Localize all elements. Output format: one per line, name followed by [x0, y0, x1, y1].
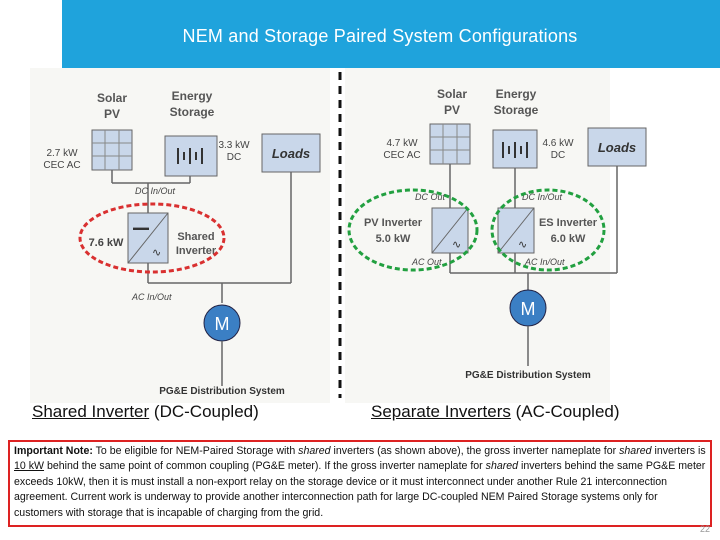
note-text-2: inverters (as shown above), the gross in…	[330, 445, 620, 457]
note-limit: 10 kW	[14, 460, 45, 473]
right-pv-inverter-label: PV Inverter	[364, 217, 423, 229]
left-loads-box	[261, 133, 321, 173]
left-red-highlight-ring	[78, 202, 226, 274]
important-note-box: Important Note: To be eligible for NEM-P…	[8, 440, 712, 527]
right-solar-pv-label-2: PV	[444, 103, 460, 117]
left-solar-pv-label-2: PV	[104, 107, 120, 121]
right-pv-inverter-rating: 5.0 kW	[376, 233, 411, 245]
svg-text:▬▬: ▬▬	[133, 223, 149, 232]
right-solar-rating-2: CEC AC	[383, 150, 420, 161]
header-bar: NEM and Storage Paired System Configurat…	[0, 0, 720, 68]
right-caption-rest: (AC-Coupled)	[510, 402, 620, 421]
right-energy-storage-label-2: Storage	[494, 103, 539, 117]
right-caption: Separate Inverters (AC-Coupled)	[371, 402, 620, 422]
svg-text:∿: ∿	[152, 247, 161, 259]
right-green-highlight-ring-es	[490, 188, 606, 272]
right-dc-in-out-label: DC In/Out	[522, 192, 563, 202]
right-dc-out-label: DC Out	[415, 192, 446, 202]
left-solar-panel-icon	[91, 129, 133, 171]
right-diagram: Solar PV Energy Storage Loads 4.7 kW CEC…	[347, 87, 647, 381]
right-loads-label: Loads	[598, 140, 636, 155]
right-green-highlight-ring-pv	[347, 188, 479, 272]
right-storage-rating: 4.6 kW	[542, 138, 574, 149]
left-ac-in-out-label: AC In/Out	[131, 292, 172, 302]
header-corner	[0, 0, 62, 68]
left-loads-label: Loads	[272, 146, 310, 161]
left-energy-storage-label-2: Storage	[170, 105, 215, 119]
svg-text:∿: ∿	[452, 239, 461, 251]
note-text-5: inverters behind the same PG&E meter exc…	[14, 460, 706, 519]
right-meter-label: M	[521, 299, 536, 319]
note-text-3: inverters is	[651, 445, 706, 457]
left-meter-label: M	[215, 314, 230, 334]
page-title: NEM and Storage Paired System Configurat…	[182, 26, 578, 46]
left-dc-in-out-label: DC In/Out	[135, 186, 176, 196]
right-solar-pv-label: Solar	[437, 87, 467, 101]
right-diagram-panel	[345, 68, 610, 403]
right-solar-panel-icon	[429, 123, 471, 165]
left-storage-rating-2: DC	[227, 152, 241, 163]
right-energy-storage-label: Energy	[496, 87, 537, 101]
note-shared-1: shared	[298, 445, 331, 457]
left-diagram-panel	[30, 68, 330, 403]
note-text-1: To be eligible for NEM-Paired Storage wi…	[92, 445, 299, 457]
left-inverter-label: Shared	[177, 231, 214, 243]
left-caption-main: Shared Inverter	[32, 402, 150, 421]
svg-text:∿: ∿	[518, 239, 527, 251]
right-caption-main: Separate Inverters	[371, 402, 511, 421]
note-shared-3: shared	[485, 460, 519, 473]
left-caption-rest: (DC-Coupled)	[149, 402, 259, 421]
note-text-4: behind the same point of common coupling…	[44, 460, 486, 473]
page-number: 22	[699, 524, 710, 534]
left-energy-storage-label: Energy	[172, 89, 213, 103]
left-grid-label: PG&E Distribution System	[159, 386, 285, 397]
right-es-inverter-rating: 6.0 kW	[551, 233, 586, 245]
left-solar-rating-2: CEC AC	[43, 160, 80, 171]
right-ac-out-label: AC Out	[411, 257, 442, 267]
note-label: Important Note:	[14, 445, 93, 457]
right-es-inverter-label: ES Inverter	[539, 217, 598, 229]
right-storage-rating-2: DC	[551, 150, 565, 161]
right-ac-in-out-label: AC In/Out	[524, 257, 565, 267]
left-inverter-label-2: Inverter	[176, 245, 217, 257]
left-inverter-rating: 7.6 kW	[89, 237, 124, 249]
left-solar-pv-label: Solar	[97, 91, 127, 105]
right-solar-rating: 4.7 kW	[386, 138, 418, 149]
left-caption: Shared Inverter (DC-Coupled)	[32, 402, 259, 422]
configuration-diagram: Solar PV Energy Storage Loads 2.7 kW CEC…	[30, 68, 647, 403]
left-solar-rating: 2.7 kW	[46, 148, 78, 159]
left-storage-rating: 3.3 kW	[218, 140, 250, 151]
note-shared-2: shared	[619, 445, 652, 457]
left-diagram: Solar PV Energy Storage Loads 2.7 kW CEC…	[43, 89, 321, 397]
right-loads-box	[587, 127, 647, 167]
right-grid-label: PG&E Distribution System	[465, 370, 591, 381]
